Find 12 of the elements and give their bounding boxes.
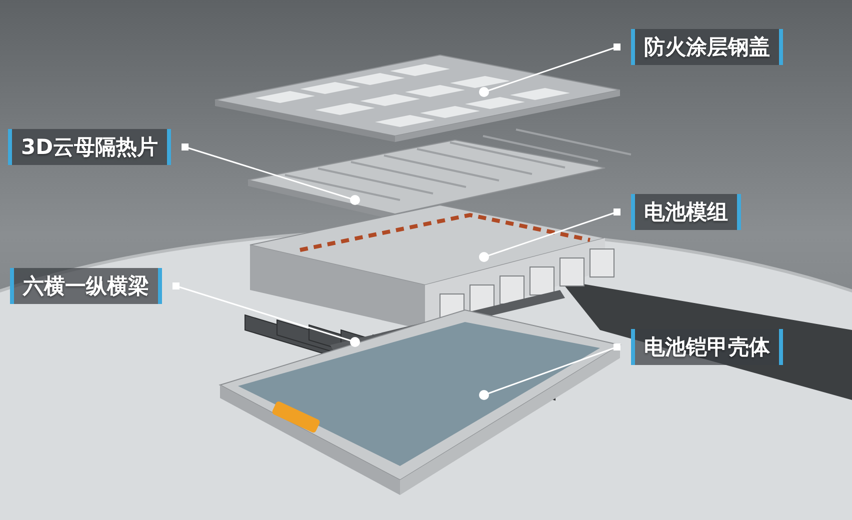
leader-line: [172, 282, 360, 347]
callout-label: 电池模组: [631, 194, 741, 230]
callout-label: 防火涂层钢盖: [631, 29, 783, 65]
leader-line: [479, 344, 620, 400]
leader-line: [182, 144, 360, 205]
leader-line: [479, 208, 620, 262]
callout-label: 电池铠甲壳体: [631, 329, 783, 365]
battery-part-drawing: [218, 309, 622, 495]
leader-line: [479, 44, 620, 97]
battery-part-drawing: [214, 54, 620, 142]
callout-label: 3D云母隔热片: [8, 129, 172, 165]
callout-label: 六横一纵横梁: [10, 268, 162, 304]
